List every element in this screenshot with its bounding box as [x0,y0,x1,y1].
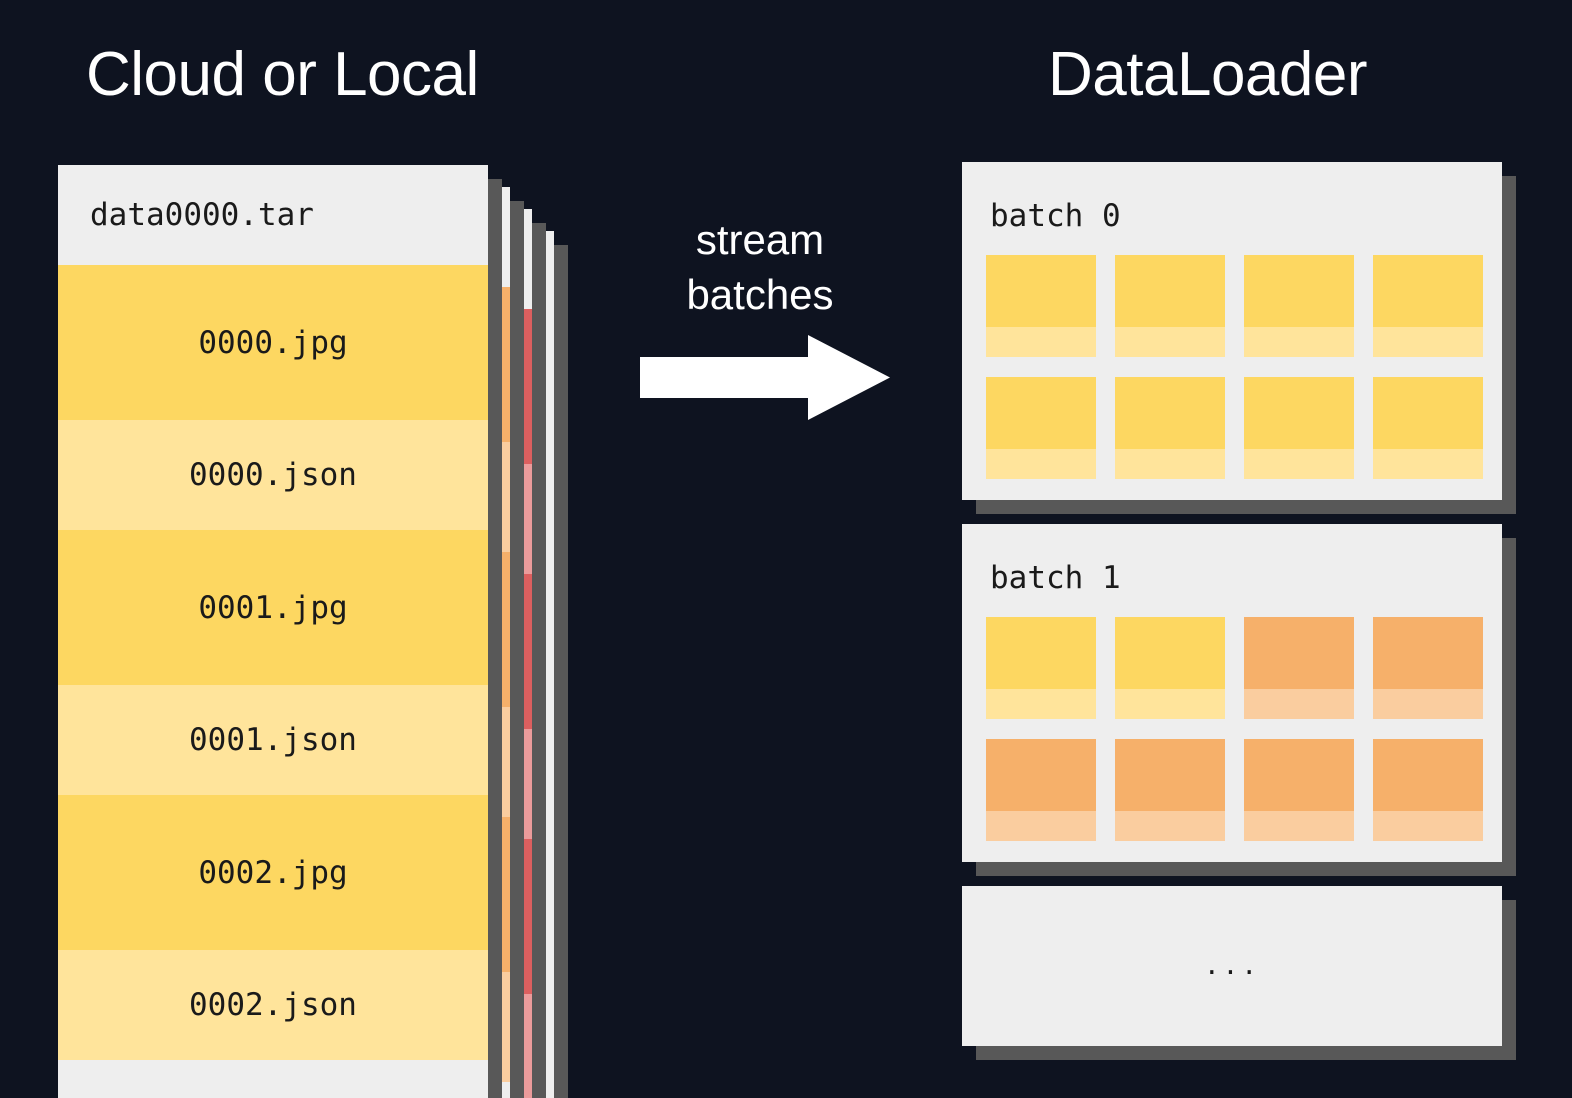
stream-label-line-1: stream [695,216,825,263]
page-title-cloud-or-local: Cloud or Local [86,40,479,109]
tar-entry-name: 0001.jpg [198,589,348,626]
sample-metadata-block [1115,689,1225,719]
tar-filename: data0000.tar [90,197,314,233]
sample-metadata-block [1115,327,1225,357]
tar-shard-stack: data0000.tar 0000.jpg 0000.json 0001.jpg 000… [58,165,558,1098]
batch-sample-tile[interactable] [1244,377,1354,479]
sample-image-block [1244,377,1354,449]
sample-metadata-block [1115,449,1225,479]
batch-panel-more: ... [962,886,1502,1046]
batch-sample-tile[interactable] [1115,617,1225,719]
batch-sample-tile[interactable] [986,739,1096,841]
sample-image-block [986,255,1096,327]
sample-metadata-block [986,811,1096,841]
sample-metadata-block [986,327,1096,357]
sample-metadata-block [1373,811,1483,841]
batch-sample-tile[interactable] [1244,617,1354,719]
sample-metadata-block [1373,689,1483,719]
stream-label-line-2: batches [686,271,834,319]
batch-tile-grid-1 [986,617,1483,841]
stream-batches-label: stream batches [640,212,880,323]
batch-label-0: batch 0 [990,198,1121,234]
batch-sample-tile[interactable] [1244,739,1354,841]
batch-panel-1: batch 1 [962,524,1502,862]
sample-image-block [1373,617,1483,689]
sample-image-block [1244,739,1354,811]
tar-entry-row[interactable]: 0002.json [58,950,488,1060]
batch-sample-tile[interactable] [986,617,1096,719]
sample-image-block [1244,255,1354,327]
sample-image-block [1373,739,1483,811]
sample-image-block [1115,377,1225,449]
right-arrow-icon [640,335,890,420]
tar-entry-row[interactable]: 0000.json [58,420,488,530]
sample-metadata-block [1244,327,1354,357]
batch-sample-tile[interactable] [986,377,1096,479]
tar-entry-name: 0000.jpg [198,324,348,361]
tar-entry-name: 0002.json [189,987,357,1023]
batch-sample-tile[interactable] [986,255,1096,357]
batch-sample-tile[interactable] [1373,377,1483,479]
tar-entry-name: 0001.json [189,722,357,758]
sample-image-block [1373,255,1483,327]
batch-sample-tile[interactable] [1373,617,1483,719]
tar-entry-row[interactable]: 0001.json [58,685,488,795]
sample-image-block [1244,617,1354,689]
batch-sample-tile[interactable] [1115,377,1225,479]
sample-metadata-block [1373,327,1483,357]
sample-metadata-block [1244,689,1354,719]
sample-image-block [986,617,1096,689]
sample-metadata-block [986,689,1096,719]
batch-panel-0: batch 0 [962,162,1502,500]
batch-sample-tile[interactable] [1373,255,1483,357]
tar-entry-row[interactable]: 0000.jpg [58,265,488,420]
tar-shard-card-front[interactable]: data0000.tar 0000.jpg 0000.json 0001.jpg 000… [58,165,488,1098]
tar-entry-ellipsis: ... [58,1060,488,1098]
sample-metadata-block [1244,811,1354,841]
sample-metadata-block [1115,811,1225,841]
tar-entry-row[interactable]: 0001.jpg [58,530,488,685]
tar-entry-name: 0000.json [189,457,357,493]
batch-tile-grid-0 [986,255,1483,479]
tar-entry-row[interactable]: 0002.jpg [58,795,488,950]
tar-filename-header: data0000.tar [58,165,488,265]
sample-image-block [1115,617,1225,689]
tar-entry-name: 0002.jpg [198,854,348,891]
sample-image-block [1115,739,1225,811]
sample-metadata-block [986,449,1096,479]
sample-metadata-block [1244,449,1354,479]
batch-sample-tile[interactable] [1115,255,1225,357]
sample-image-block [986,377,1096,449]
batch-sample-tile[interactable] [1373,739,1483,841]
batch-label-1: batch 1 [990,560,1121,596]
batch-more-ellipsis: ... [1204,951,1260,981]
page-title-dataloader: DataLoader [1048,40,1368,109]
sample-image-block [1115,255,1225,327]
sample-metadata-block [1373,449,1483,479]
batch-sample-tile[interactable] [1115,739,1225,841]
sample-image-block [1373,377,1483,449]
sample-image-block [986,739,1096,811]
batch-sample-tile[interactable] [1244,255,1354,357]
